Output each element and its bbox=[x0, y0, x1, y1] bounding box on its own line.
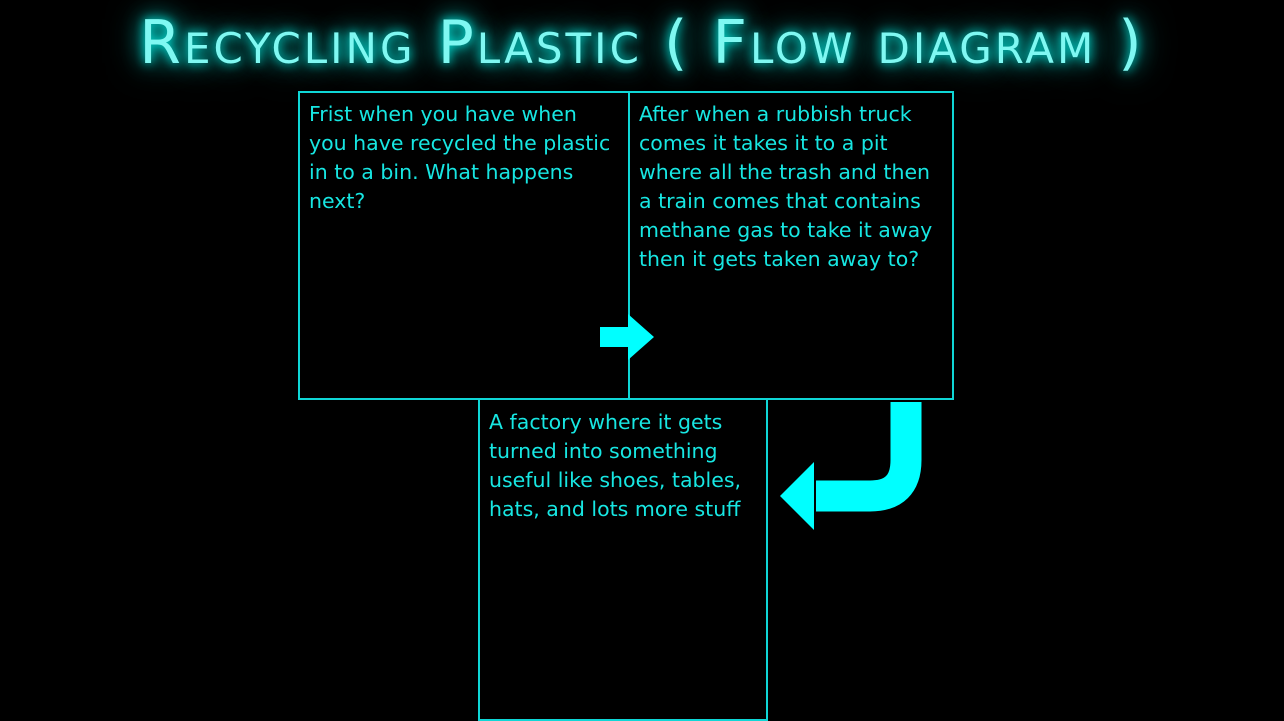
page-title: Recycling Plastic ( Flow diagram ) bbox=[139, 8, 1145, 78]
arrow-down-left-icon bbox=[780, 402, 922, 530]
step-1-box bbox=[298, 91, 631, 400]
step-3-text: A factory where it gets turned into some… bbox=[489, 410, 742, 521]
step-1-text: Frist when you have when you have recycl… bbox=[309, 102, 611, 213]
step-3-box bbox=[478, 398, 768, 721]
arrow-right-icon bbox=[600, 314, 654, 360]
step-2-text: After when a rubbish truck comes it take… bbox=[639, 102, 933, 271]
step-2-box bbox=[628, 91, 954, 400]
